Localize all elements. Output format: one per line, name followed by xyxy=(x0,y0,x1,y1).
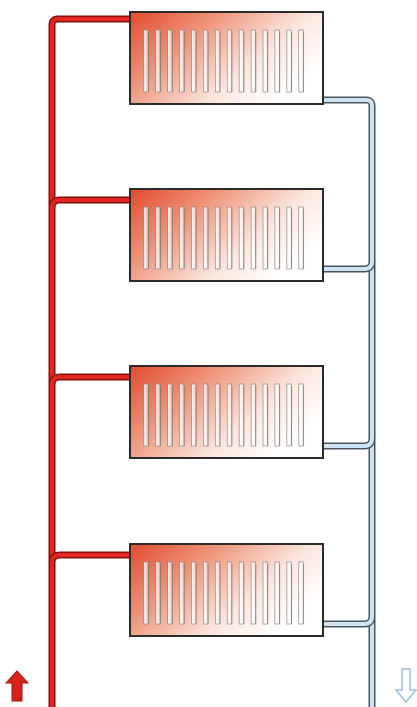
radiator-fin xyxy=(298,383,304,447)
radiator-fin xyxy=(179,206,185,270)
radiator-fin xyxy=(226,29,233,93)
radiator-fin xyxy=(155,29,161,93)
radiator-fin xyxy=(250,206,256,270)
radiator-fin xyxy=(214,561,221,625)
supply-branch-pipe xyxy=(50,375,130,386)
radiator-fin xyxy=(238,561,244,625)
radiator-fin xyxy=(226,561,233,625)
supply-main-pipe xyxy=(50,17,130,707)
arrow-up-icon xyxy=(4,670,30,702)
radiator-fin xyxy=(167,561,173,625)
radiator-fin xyxy=(214,383,221,447)
supply-main-pipe-outline xyxy=(48,15,130,707)
radiator-fin xyxy=(191,29,197,93)
radiator-fin xyxy=(298,206,304,270)
return-main-pipe xyxy=(323,98,374,707)
radiator-fin xyxy=(143,206,149,270)
radiator-fin xyxy=(262,561,268,625)
radiator-fin xyxy=(286,561,292,625)
radiator xyxy=(129,543,324,637)
radiator-fin xyxy=(238,383,244,447)
radiator-fin xyxy=(262,206,268,270)
radiator-fin xyxy=(179,383,185,447)
radiator-fin xyxy=(179,561,185,625)
radiator-fin xyxy=(179,29,185,93)
radiator-fin xyxy=(298,561,304,625)
radiator-fin xyxy=(250,29,256,93)
radiator xyxy=(129,365,324,459)
radiator-fin xyxy=(274,383,280,447)
radiator xyxy=(129,11,324,105)
radiator-fin xyxy=(274,206,280,270)
radiator-fin xyxy=(238,29,244,93)
radiator-fin xyxy=(203,383,209,447)
radiator-fin xyxy=(167,383,173,447)
radiator-fin xyxy=(274,561,280,625)
radiator-fin xyxy=(262,29,268,93)
radiator-fin xyxy=(214,206,221,270)
return-pipe xyxy=(323,96,376,707)
return-branch-pipe xyxy=(323,615,374,626)
radiator-fin xyxy=(203,206,209,270)
radiator xyxy=(129,188,324,282)
radiator-fin xyxy=(155,206,161,270)
radiator-fin xyxy=(286,29,292,93)
radiator-fin xyxy=(143,561,149,625)
radiator-fin xyxy=(191,206,197,270)
radiator-fin xyxy=(226,383,233,447)
supply-branch-pipe xyxy=(50,198,130,209)
radiator-fin xyxy=(191,561,197,625)
radiator-fin xyxy=(203,29,209,93)
return-branch-pipe xyxy=(323,437,374,448)
radiator-fin xyxy=(238,206,244,270)
radiator-fin xyxy=(214,29,221,93)
radiator-fin xyxy=(155,561,161,625)
radiator-fin xyxy=(262,383,268,447)
radiator-fin xyxy=(250,561,256,625)
radiator-fin xyxy=(250,383,256,447)
return-main-pipe-outline xyxy=(323,96,376,707)
radiator-fin xyxy=(167,29,173,93)
radiator-fin xyxy=(286,383,292,447)
radiator-fin xyxy=(226,206,233,270)
radiator-fin xyxy=(298,29,304,93)
supply-pipe xyxy=(48,15,130,707)
radiator-fin xyxy=(203,561,209,625)
radiator-fin xyxy=(155,383,161,447)
return-branch-pipe xyxy=(323,260,374,271)
radiator-fin xyxy=(274,29,280,93)
supply-branch-pipe xyxy=(50,553,130,564)
radiator-fin xyxy=(167,206,173,270)
radiator-fin xyxy=(143,29,149,93)
radiator-fin xyxy=(191,383,197,447)
radiator-group xyxy=(129,11,324,637)
radiator-fin xyxy=(143,383,149,447)
arrow-down-icon xyxy=(394,668,417,704)
radiator-fin xyxy=(286,206,292,270)
